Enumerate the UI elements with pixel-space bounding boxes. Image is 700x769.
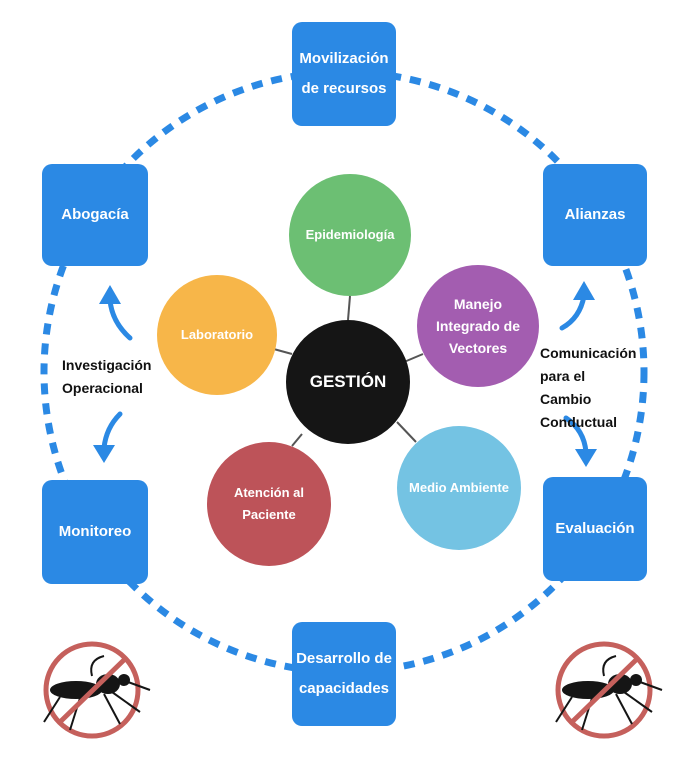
node-laboratorio-label: Laboratorio	[180, 327, 254, 342]
node-manejo-label: Manejo Integrado de Vectores	[435, 296, 520, 356]
label-comunicacion-cambio-conductual: Comunicación para el Cambio Conductual	[540, 345, 637, 430]
box-alianzas-label: Alianzas	[564, 206, 626, 223]
no-mosquito-icon	[43, 641, 151, 739]
node-medio: Medio Ambiente	[397, 426, 521, 550]
node-medio-label: Medio Ambiente	[409, 480, 509, 495]
center-gestion: GESTIÓN	[286, 320, 410, 444]
box-movilizacion-label: Movilización de recursos	[299, 50, 389, 97]
node-atencion-label: Atención al Paciente	[233, 485, 305, 522]
box-abogacia-label: Abogacía	[61, 206, 129, 223]
label-investigacion-operacional: Investigación Operacional	[62, 357, 152, 396]
arrow-up-left-icon	[107, 297, 133, 341]
arrowhead-down-left	[93, 445, 115, 463]
box-desarrollo: Desarrollo de capacidades	[292, 622, 396, 726]
connector-atencion	[291, 433, 303, 447]
center-gestion-label: GESTIÓN	[309, 372, 387, 391]
arrowhead-down-right	[575, 449, 597, 467]
node-atencion: Atención al Paciente	[207, 442, 331, 566]
box-alianzas: Alianzas	[543, 164, 647, 266]
box-monitoreo: Monitoreo	[42, 480, 148, 584]
node-laboratorio: Laboratorio	[157, 275, 277, 395]
connector-manejo	[403, 353, 424, 363]
box-abogacia: Abogacía	[42, 164, 148, 266]
node-epidemiologia: Epidemiología	[289, 174, 411, 296]
arrow-down-left-icon	[101, 411, 123, 451]
box-movilizacion: Movilización de recursos	[292, 22, 396, 126]
arrowhead-up-right	[573, 281, 595, 300]
connector-epidemiologia	[347, 295, 351, 321]
box-evaluacion: Evaluación	[543, 477, 647, 581]
arrowhead-up-left	[99, 285, 121, 304]
outer-dashed-ring	[40, 68, 648, 676]
node-manejo: Manejo Integrado de Vectores	[417, 265, 539, 387]
box-desarrollo-label: Desarrollo de capacidades	[296, 650, 392, 697]
box-monitoreo-label: Monitoreo	[58, 523, 132, 540]
arrow-up-right-icon	[559, 293, 587, 331]
arrow-down-right-icon	[563, 415, 589, 455]
connector-medio	[396, 421, 417, 443]
no-mosquito-icon	[555, 641, 663, 739]
node-epidemiologia-label: Epidemiología	[305, 227, 395, 242]
box-evaluacion-label: Evaluación	[555, 520, 635, 537]
